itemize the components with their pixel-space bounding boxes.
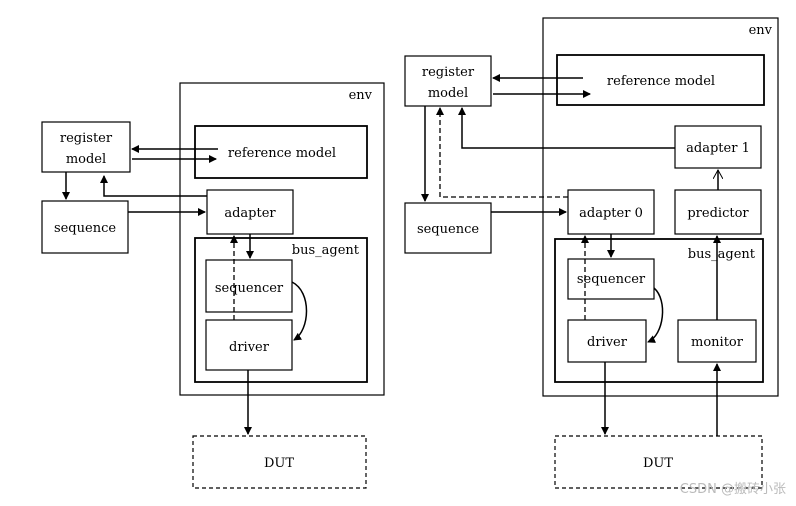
left-adapter-label: adapter [224, 206, 276, 221]
left-sequence-label: sequence [54, 221, 116, 236]
right-driver-box [567, 319, 647, 363]
left-arrow-adapter-to-regmodel [100, 175, 207, 197]
left-arrow-sequencer-to-driver [291, 281, 308, 341]
left-reference-model-box [194, 125, 368, 179]
right-sequencer-label: sequencer [577, 272, 646, 287]
right-dut-label: DUT [643, 456, 673, 471]
right-register-model-box [404, 55, 492, 107]
left-sequence-box [41, 200, 129, 254]
right-predictor-label: predictor [687, 206, 749, 221]
right-driver-label: driver [587, 335, 628, 350]
right-env-label: env [749, 23, 773, 38]
right-adapter-1-label: adapter 1 [686, 141, 750, 156]
right-monitor-box [677, 319, 757, 363]
csdn-watermark: CSDN @搬砖小张 [680, 482, 786, 497]
right-reference-model-box [556, 54, 765, 106]
left-driver-label: driver [229, 340, 270, 355]
right-predictor-box [674, 189, 762, 235]
left-driver-box [205, 319, 293, 371]
left-env-label: env [349, 88, 373, 103]
right-register-model-label-1: register [422, 65, 475, 80]
left-register-model-box [41, 121, 131, 173]
right-monitor-label: monitor [691, 335, 744, 350]
right-sequencer-box [567, 258, 655, 300]
right-adapter-1-box [674, 125, 762, 169]
right-arrow-adapter1-to-regmodel [458, 107, 675, 149]
right-sequence-box [404, 202, 492, 254]
left-bus-agent-label: bus_agent [292, 243, 360, 258]
left-register-model-label-1: register [60, 131, 113, 146]
right-reference-model-label: reference model [607, 74, 715, 89]
right-dut-box [554, 435, 763, 489]
left-diagram: env register model reference model seque… [41, 82, 385, 489]
right-diagram: env register model reference model adapt… [404, 17, 779, 489]
right-adapter-0-label: adapter 0 [579, 206, 643, 221]
left-sequencer-box [205, 259, 293, 313]
right-register-model-label-2: model [428, 86, 468, 101]
right-sequence-label: sequence [417, 222, 479, 237]
right-adapter-0-box [567, 189, 655, 235]
left-register-model-label-2: model [66, 152, 106, 167]
left-sequencer-label: sequencer [215, 281, 284, 296]
right-arrow-adapter0-to-regmodel-dashed [436, 107, 568, 198]
left-dut-label: DUT [264, 456, 294, 471]
right-bus-agent-label: bus_agent [688, 247, 756, 262]
right-arrow-sequencer-to-driver [647, 287, 664, 343]
left-reference-model-label: reference model [228, 146, 336, 161]
left-dut-box [192, 435, 367, 489]
